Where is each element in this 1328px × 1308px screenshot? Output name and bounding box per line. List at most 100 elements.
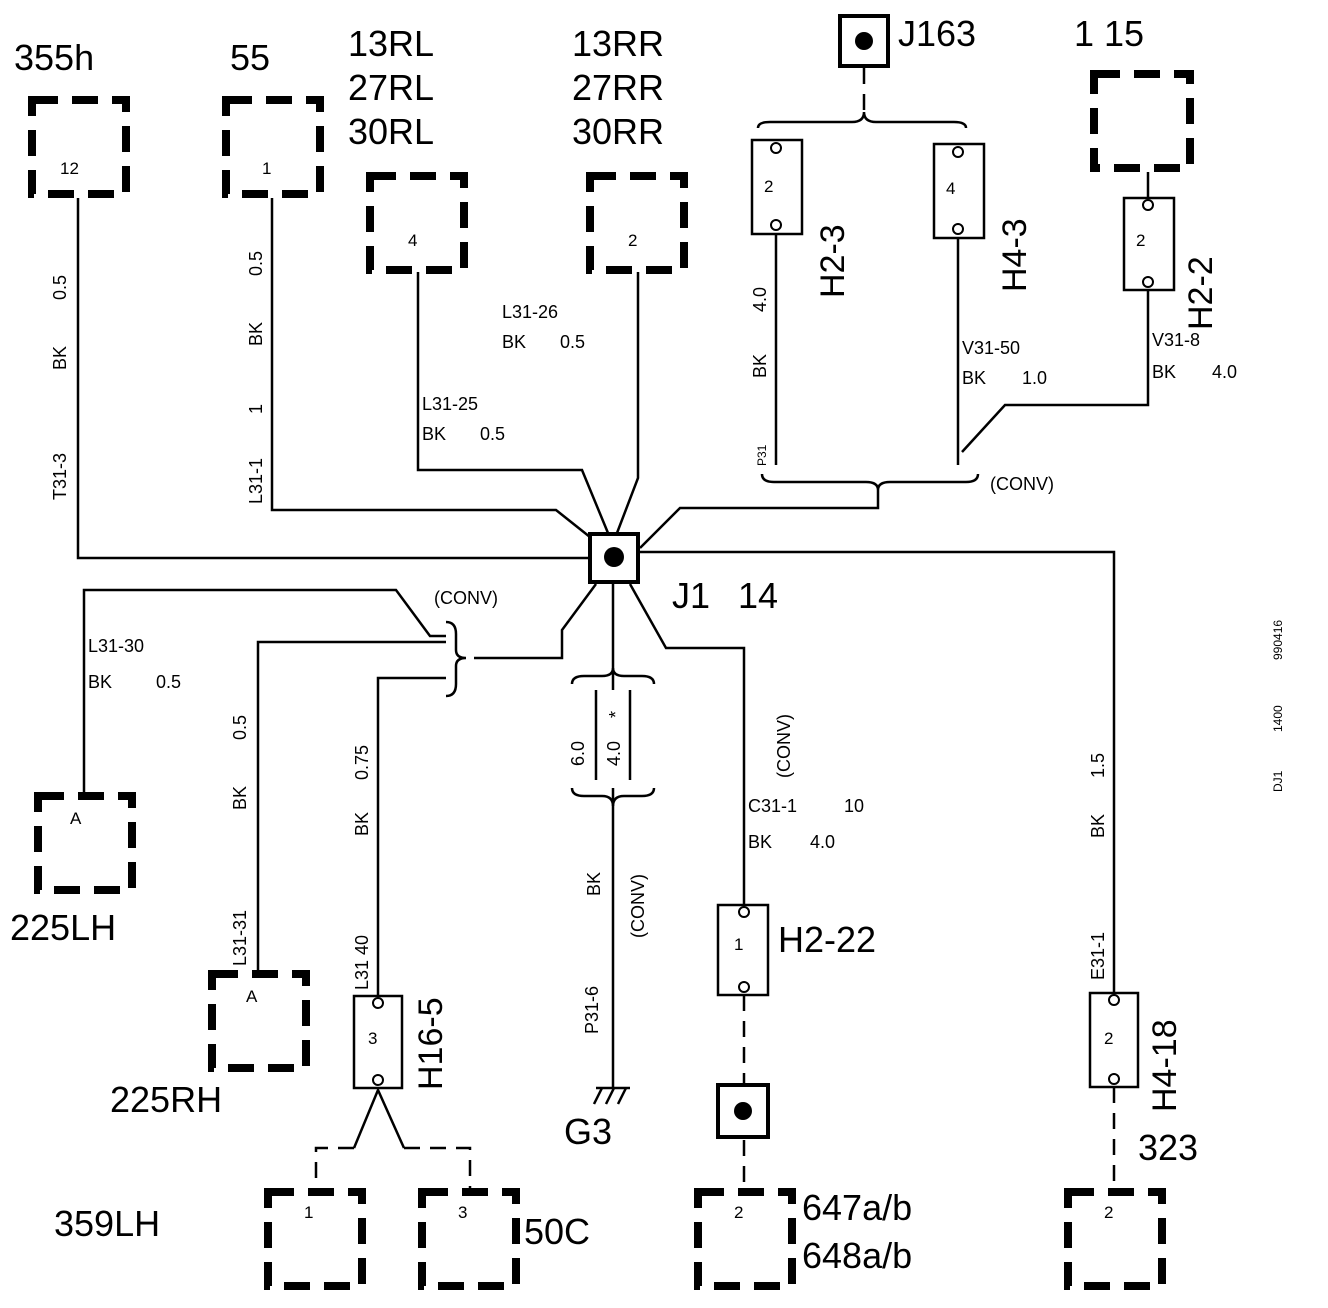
v31-8-color: BK — [1152, 362, 1176, 382]
l31-30-size: 0.5 — [156, 672, 181, 692]
label-355h: 355h — [14, 37, 94, 78]
label-30rl: 30RL — [348, 111, 434, 152]
label-g3: G3 — [564, 1111, 612, 1152]
e31-1-id: E31-1 — [1088, 932, 1108, 980]
pin-13rl: 4 — [408, 231, 417, 250]
v31-50-color: BK — [962, 368, 986, 388]
v31-50-size: 1.0 — [1022, 368, 1047, 388]
label-55: 55 — [230, 37, 270, 78]
label-648ab: 648a/b — [802, 1235, 912, 1276]
rotated-connector-label-layer: H2-3 H4-3 H2-2 H16-5 H4-18 — [412, 218, 1220, 1112]
pin-323: 2 — [1104, 1203, 1113, 1222]
box-55 — [222, 96, 324, 198]
l31-30-id: L31-30 — [88, 636, 144, 656]
p31-size: 4.0 — [750, 287, 770, 312]
bracket-conv-right — [760, 473, 980, 491]
c31-1-size: 4.0 — [810, 832, 835, 852]
wire-l31-25 — [416, 272, 610, 534]
connector-h2-22-pin-top — [738, 906, 750, 918]
label-j163: J163 — [898, 13, 976, 54]
l31-31-color: BK — [230, 786, 250, 810]
connector-h4-18-body — [1088, 991, 1140, 1089]
p31-6-color: BK — [584, 872, 604, 896]
dashed-component-layer — [28, 70, 1194, 1290]
t31-3-id: T31-3 — [50, 453, 70, 500]
wire-v31-8 — [961, 290, 1150, 453]
box-13rr — [586, 172, 688, 274]
pin-h2-22: 1 — [734, 935, 743, 954]
box-115 — [1090, 70, 1194, 172]
wire-50c-dashed — [404, 1146, 472, 1190]
connector-h2-22-body — [716, 903, 770, 997]
pin-355h: 12 — [60, 159, 79, 178]
connector-h2-3-pin-bottom — [770, 219, 782, 231]
wire-text-horizontal: L31-26 BK 0.5 L31-25 BK 0.5 V31-50 BK 1.… — [88, 302, 1237, 852]
splice-647-dot — [734, 1102, 752, 1120]
ground-g3-symbol — [592, 1086, 630, 1105]
connector-h4-3-pin-top — [952, 146, 964, 158]
wire-right-upper-branch — [639, 490, 880, 549]
pin-225lh: A — [70, 809, 82, 828]
component-label-layer: 355h 55 13RL 27RL 30RL 13RR 27RR 30RR J1… — [10, 13, 1198, 1276]
t31-3-color: BK — [50, 346, 70, 370]
label-h2-3: H2-3 — [814, 224, 852, 298]
connector-h4-18-pin-bottom — [1108, 1073, 1120, 1085]
c31-1-variant: (CONV) — [774, 714, 794, 778]
wire-layer — [76, 68, 1150, 1190]
wire-t31-3 — [76, 198, 592, 560]
connector-h2-22-pin-bottom — [738, 981, 750, 993]
connector-h16-5-pin-top — [372, 997, 384, 1009]
l31-1-count: 1 — [246, 404, 266, 414]
wire-e31-1 — [638, 550, 1116, 993]
l31-1-color: BK — [246, 322, 266, 346]
e31-1-size: 1.5 — [1088, 753, 1108, 778]
bracket-p31-6-gap — [600, 690, 626, 788]
label-h4-18: H4-18 — [1146, 1019, 1184, 1112]
c31-1-id: C31-1 — [748, 796, 797, 816]
splice-j163-dot — [855, 32, 873, 50]
l31-26-size: 0.5 — [560, 332, 585, 352]
l31-1-size: 0.5 — [246, 251, 266, 276]
l31-25-color: BK — [422, 424, 446, 444]
label-647ab: 647a/b — [802, 1187, 912, 1228]
connector-h2-3-body — [750, 138, 804, 236]
bracket-p31-6-bottom — [570, 787, 656, 807]
bracket-p31-6-top — [570, 667, 656, 685]
pin-13rr: 2 — [628, 231, 637, 250]
wire-c31-1 — [628, 583, 746, 905]
label-50c: 50C — [524, 1211, 590, 1252]
p31-color: BK — [750, 354, 770, 378]
l31-26-id: L31-26 — [502, 302, 558, 322]
label-j1-number: 14 — [738, 575, 778, 616]
label-323: 323 — [1138, 1127, 1198, 1168]
box-647 — [694, 1188, 796, 1290]
pin-h2-3: 2 — [764, 177, 773, 196]
l31-1-id: L31-1 — [246, 458, 266, 504]
connector-h2-2-pin-top — [1142, 199, 1154, 211]
connector-h4-3-pin-bottom — [952, 223, 964, 235]
l31-25-id: L31-25 — [422, 394, 478, 414]
p31-6-id: P31-6 — [582, 986, 602, 1034]
pin-h16-5: 3 — [368, 1029, 377, 1048]
bracket-layer — [445, 111, 980, 807]
label-h16-5: H16-5 — [412, 997, 450, 1090]
l31-31-size: 0.5 — [230, 715, 250, 740]
pin-h2-2: 2 — [1136, 231, 1145, 250]
t31-3-size: 0.5 — [50, 275, 70, 300]
wire-left-lower-branch — [474, 583, 598, 660]
box-50c — [418, 1188, 520, 1290]
label-225rh: 225RH — [110, 1079, 222, 1120]
label-13rl: 13RL — [348, 23, 434, 64]
p31-id: P31 — [755, 444, 769, 466]
box-225rh — [208, 970, 310, 1072]
box-359lh — [264, 1188, 366, 1290]
box-13rl — [366, 172, 468, 274]
l31-30-color: BK — [88, 672, 112, 692]
c31-1-count: 10 — [844, 796, 864, 816]
wire-l31-1 — [270, 198, 601, 546]
pin-647: 2 — [734, 1203, 743, 1222]
p31-6-mark: * — [606, 711, 626, 718]
pin-359lh: 1 — [304, 1203, 313, 1222]
label-j1: J1 — [672, 575, 710, 616]
connector-h4-3-body — [932, 142, 986, 240]
